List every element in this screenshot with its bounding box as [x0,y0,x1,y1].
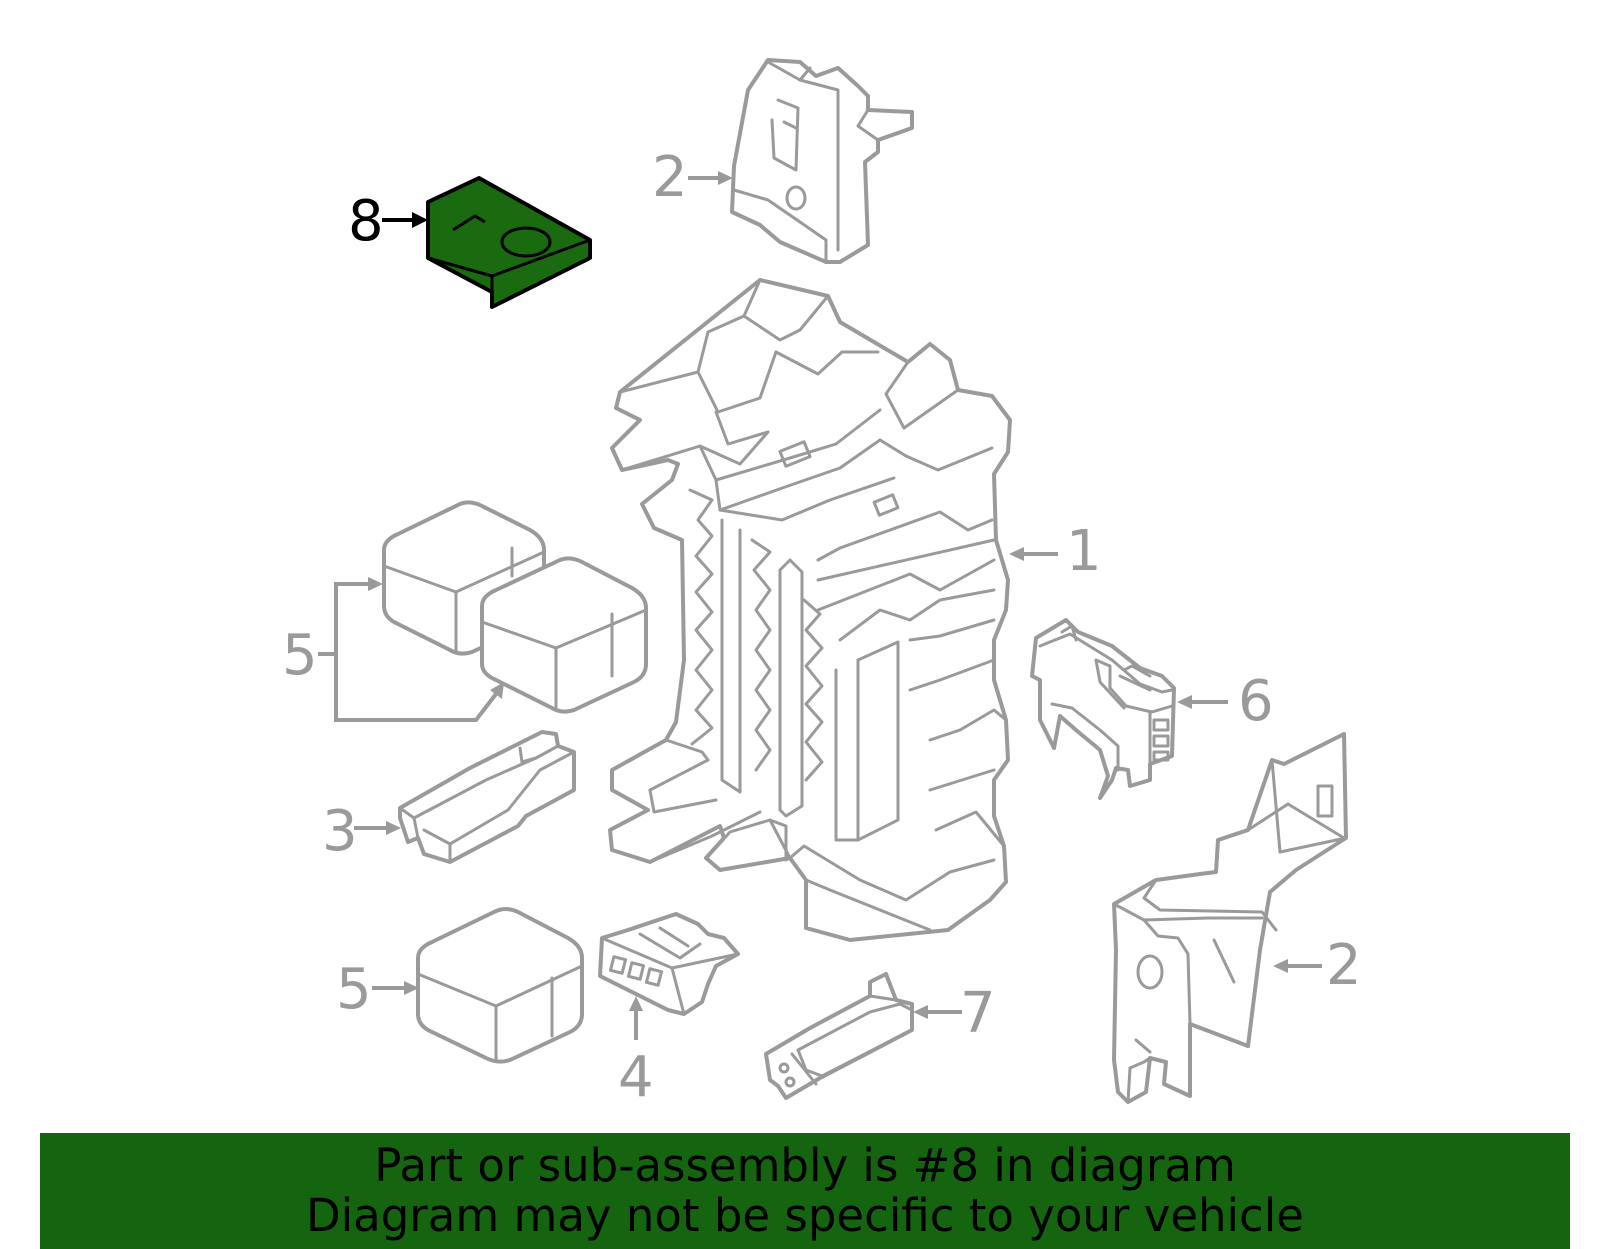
part-2-top-bracket[interactable] [730,58,914,264]
svg-text:8: 8 [348,189,384,254]
callout-1: 1 [1009,519,1102,584]
part-1-fuse-block[interactable] [608,278,1012,942]
part-2-right-bracket[interactable] [1112,732,1348,1104]
part-7-bracket[interactable] [764,972,914,1100]
svg-text:5: 5 [336,957,372,1022]
part-6-module[interactable] [1030,618,1176,800]
svg-text:2: 2 [652,145,688,210]
svg-text:6: 6 [1238,669,1274,734]
banner-line-2: Diagram may not be specific to your vehi… [306,1189,1304,1242]
part-5-relay-front[interactable] [480,556,648,714]
callout-7: 7 [913,981,996,1046]
callout-6: 6 [1177,669,1274,734]
svg-text:3: 3 [322,799,358,864]
callout-3: 3 [322,799,401,864]
svg-text:5: 5 [282,623,318,688]
banner-line-1: Part or sub-assembly is #8 in diagram [374,1139,1236,1192]
info-banner: Part or sub-assembly is #8 in diagram Di… [40,1133,1570,1249]
svg-text:2: 2 [1326,933,1362,998]
part-8-highlighted[interactable] [426,176,592,309]
svg-text:4: 4 [618,1045,654,1110]
callout-8: 8 [348,189,428,254]
callout-2-right: 2 [1273,933,1362,998]
part-5-relay-lower[interactable] [416,907,584,1064]
svg-text:7: 7 [960,981,996,1046]
part-4-fuse-holder[interactable] [598,912,740,1016]
callout-4: 4 [618,996,654,1110]
callout-2-top: 2 [652,145,733,210]
callout-5-lower: 5 [336,957,419,1022]
svg-text:1: 1 [1066,519,1102,584]
part-3-connector[interactable] [398,730,576,864]
callout-5-upper: 5 [282,577,504,722]
